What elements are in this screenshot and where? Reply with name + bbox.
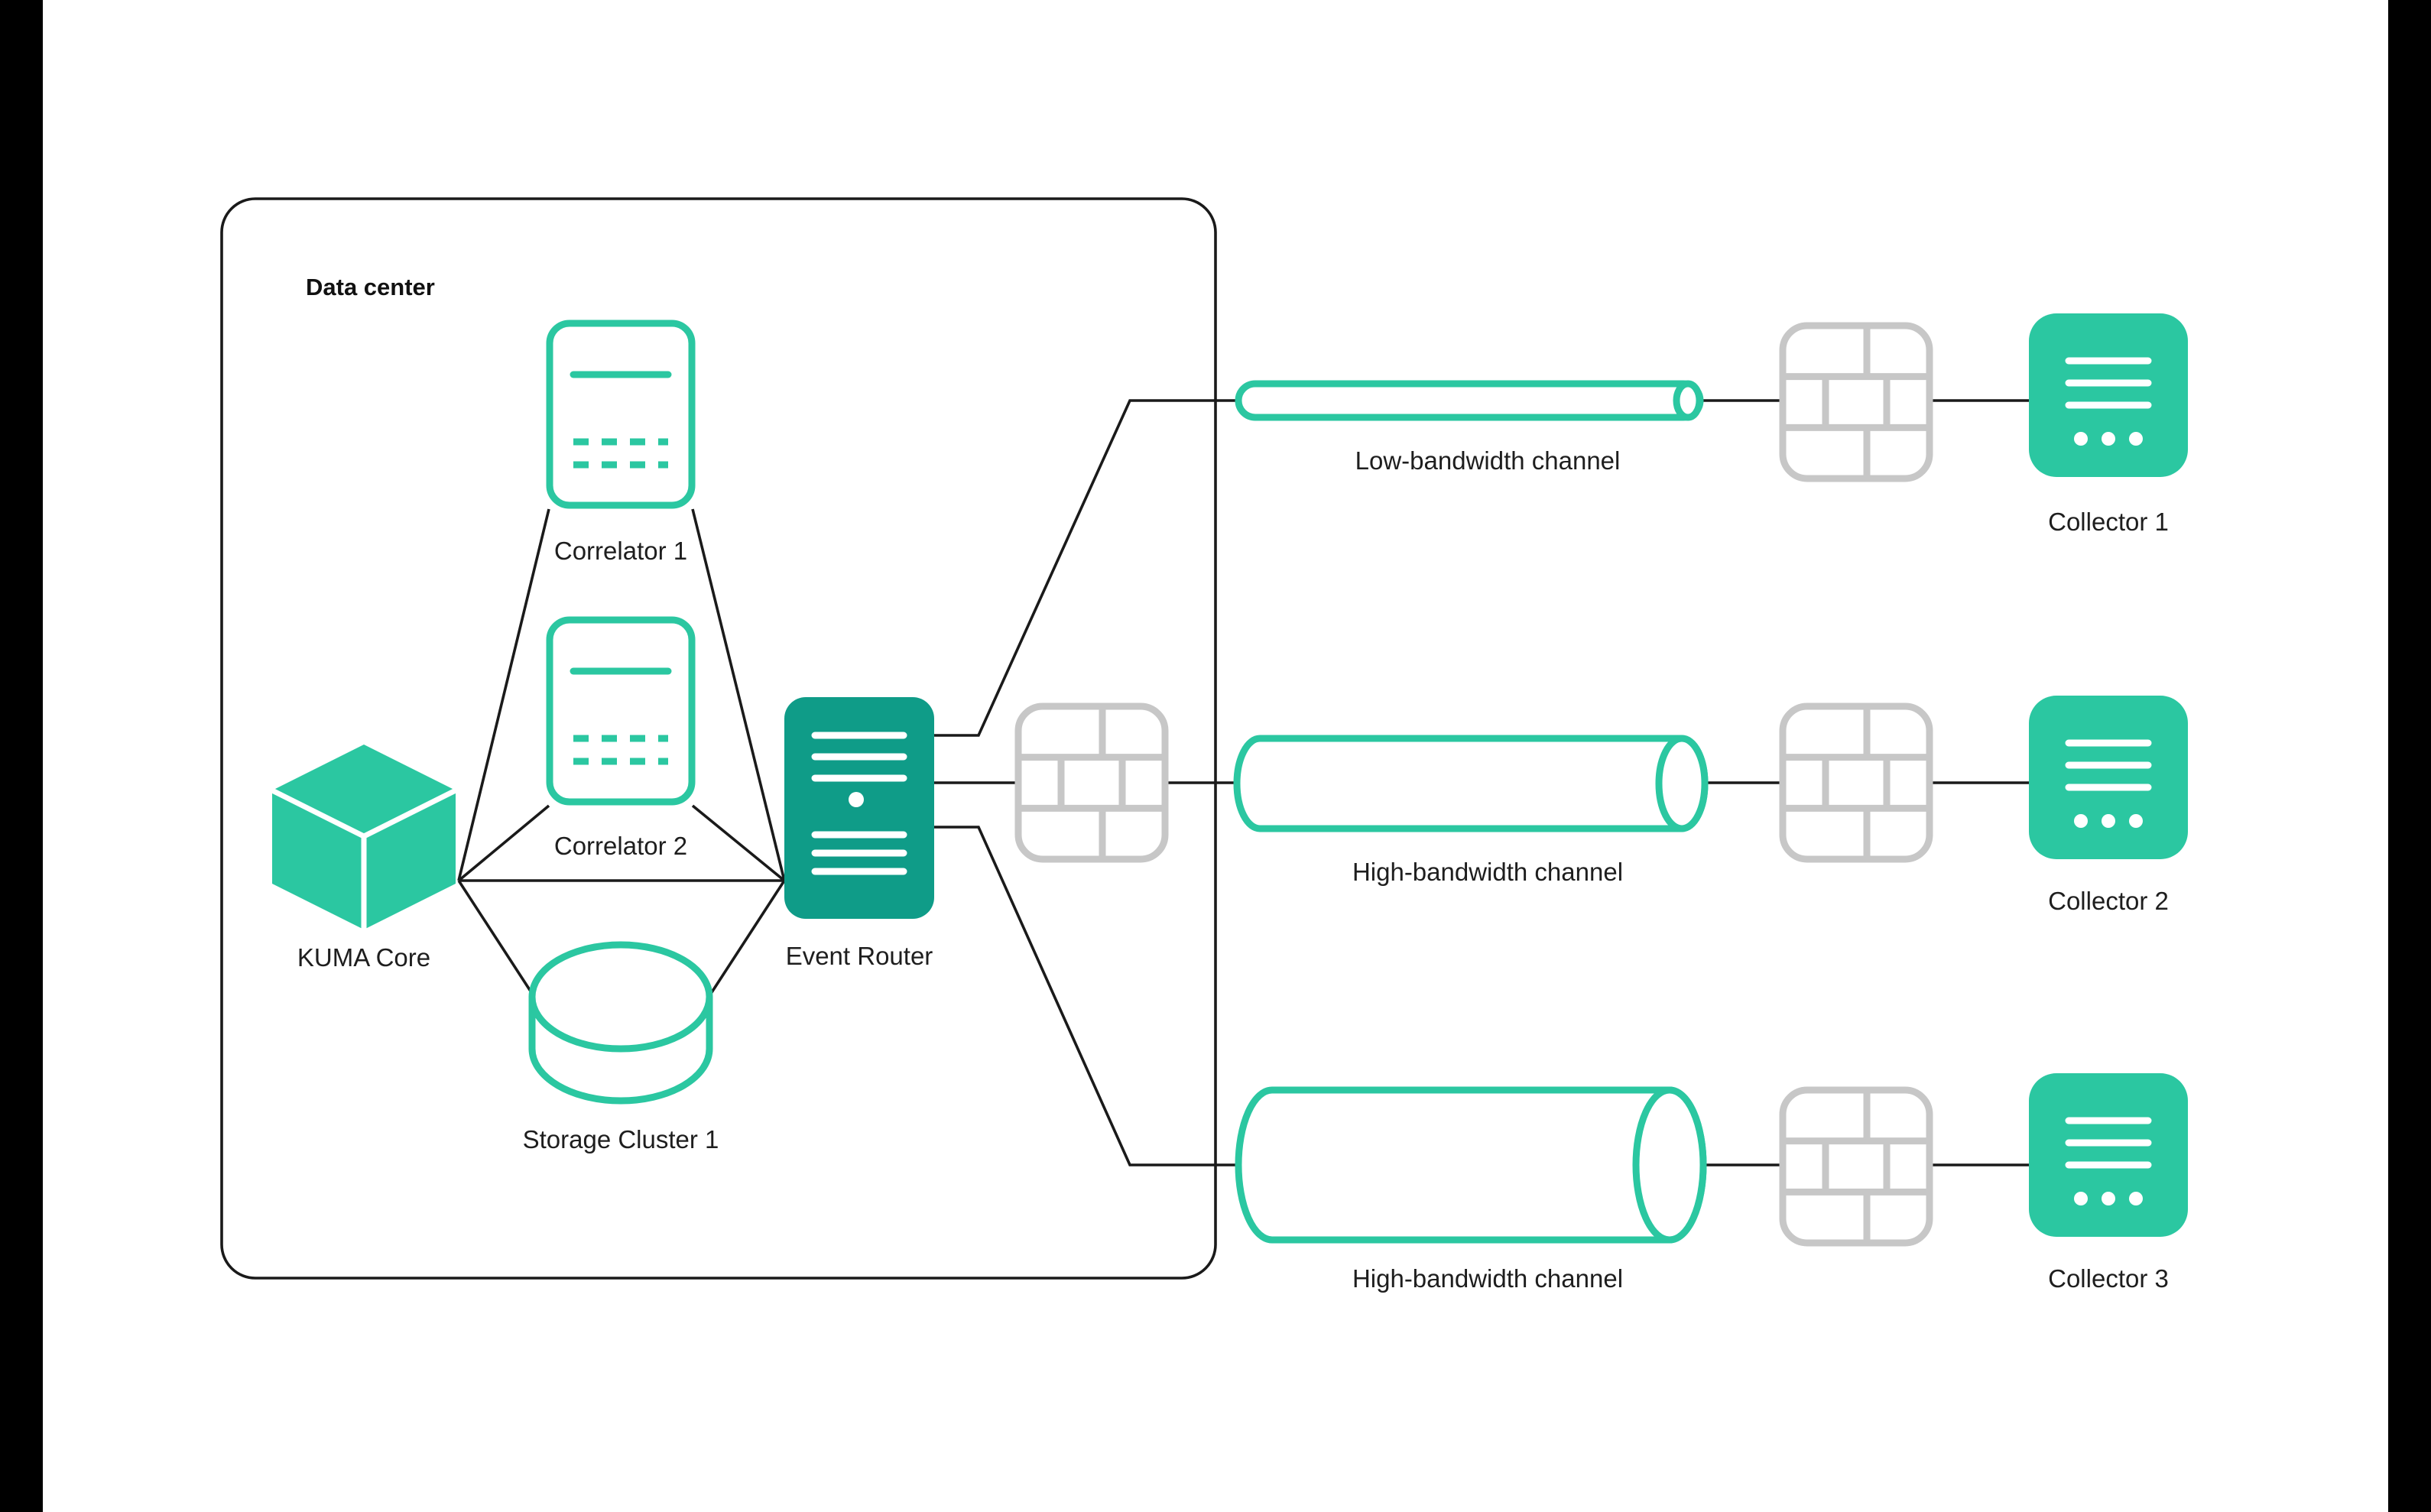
edge-storage-to-router [703, 880, 786, 1004]
kuma-core-label: KUMA Core [297, 943, 430, 972]
firewall-icon-collector3 [1783, 1090, 1930, 1243]
edge-core-to-storage [457, 880, 540, 1004]
high-bandwidth-pipe-bottom [1235, 1086, 1707, 1244]
correlator-2-label: Correlator 2 [554, 832, 687, 860]
collector-3-label: Collector 3 [2048, 1264, 2169, 1293]
pipe-opening [1673, 380, 1703, 421]
event-router-icon [784, 697, 934, 919]
router-top-lines [811, 732, 907, 782]
firewall-icon-collector2 [1783, 706, 1930, 859]
high-bandwidth-pipe-middle [1233, 735, 1709, 832]
edge-correlator1-to-router [691, 508, 786, 881]
collector-1-icon [2029, 313, 2188, 477]
edge-correlator2-to-router [691, 804, 786, 882]
storage-cluster-label: Storage Cluster 1 [523, 1125, 719, 1153]
storage-cluster-icon [528, 941, 713, 1105]
cylinder-top [528, 941, 713, 1053]
correlator-1-icon [550, 323, 692, 505]
kuma-core-icon [269, 745, 459, 933]
low-bandwidth-pipe [1235, 380, 1704, 421]
screen-edge-left [0, 0, 43, 1512]
edge-core-to-correlator2 [457, 804, 550, 882]
router-bottom-lines [811, 831, 907, 875]
datacenter-label: Data center [306, 274, 435, 300]
cube-edges [269, 787, 459, 933]
pipe-body [1233, 735, 1709, 832]
collector-2-label: Collector 2 [2048, 887, 2169, 915]
correlator-2-icon [550, 620, 692, 802]
low-bandwidth-channel-label: Low-bandwidth channel [1355, 446, 1621, 475]
screen-edge-right [2388, 0, 2431, 1512]
edge-router-to-low-channel [934, 399, 1251, 737]
edge-core-to-correlator1 [457, 508, 550, 881]
firewall-icon-router [1018, 706, 1165, 859]
router-body [784, 697, 934, 919]
router-dot [849, 792, 864, 807]
firewall-icon-collector1 [1783, 326, 1930, 479]
high-bandwidth-middle-channel-label: High-bandwidth channel [1352, 858, 1623, 886]
collector-2-icon [2029, 696, 2188, 859]
edge-router-to-high-bottom-channel [934, 826, 1251, 1166]
high-bandwidth-bottom-channel-label: High-bandwidth channel [1352, 1264, 1623, 1293]
pipe-body [1235, 380, 1704, 421]
event-router-label: Event Router [786, 942, 933, 970]
pipe-opening [1632, 1086, 1707, 1244]
collector-3-icon [2029, 1073, 2188, 1237]
correlator-1-label: Correlator 1 [554, 537, 687, 565]
collector-1-label: Collector 1 [2048, 508, 2169, 536]
datacenter-boundary [220, 197, 1217, 1280]
pipe-opening [1655, 735, 1709, 832]
